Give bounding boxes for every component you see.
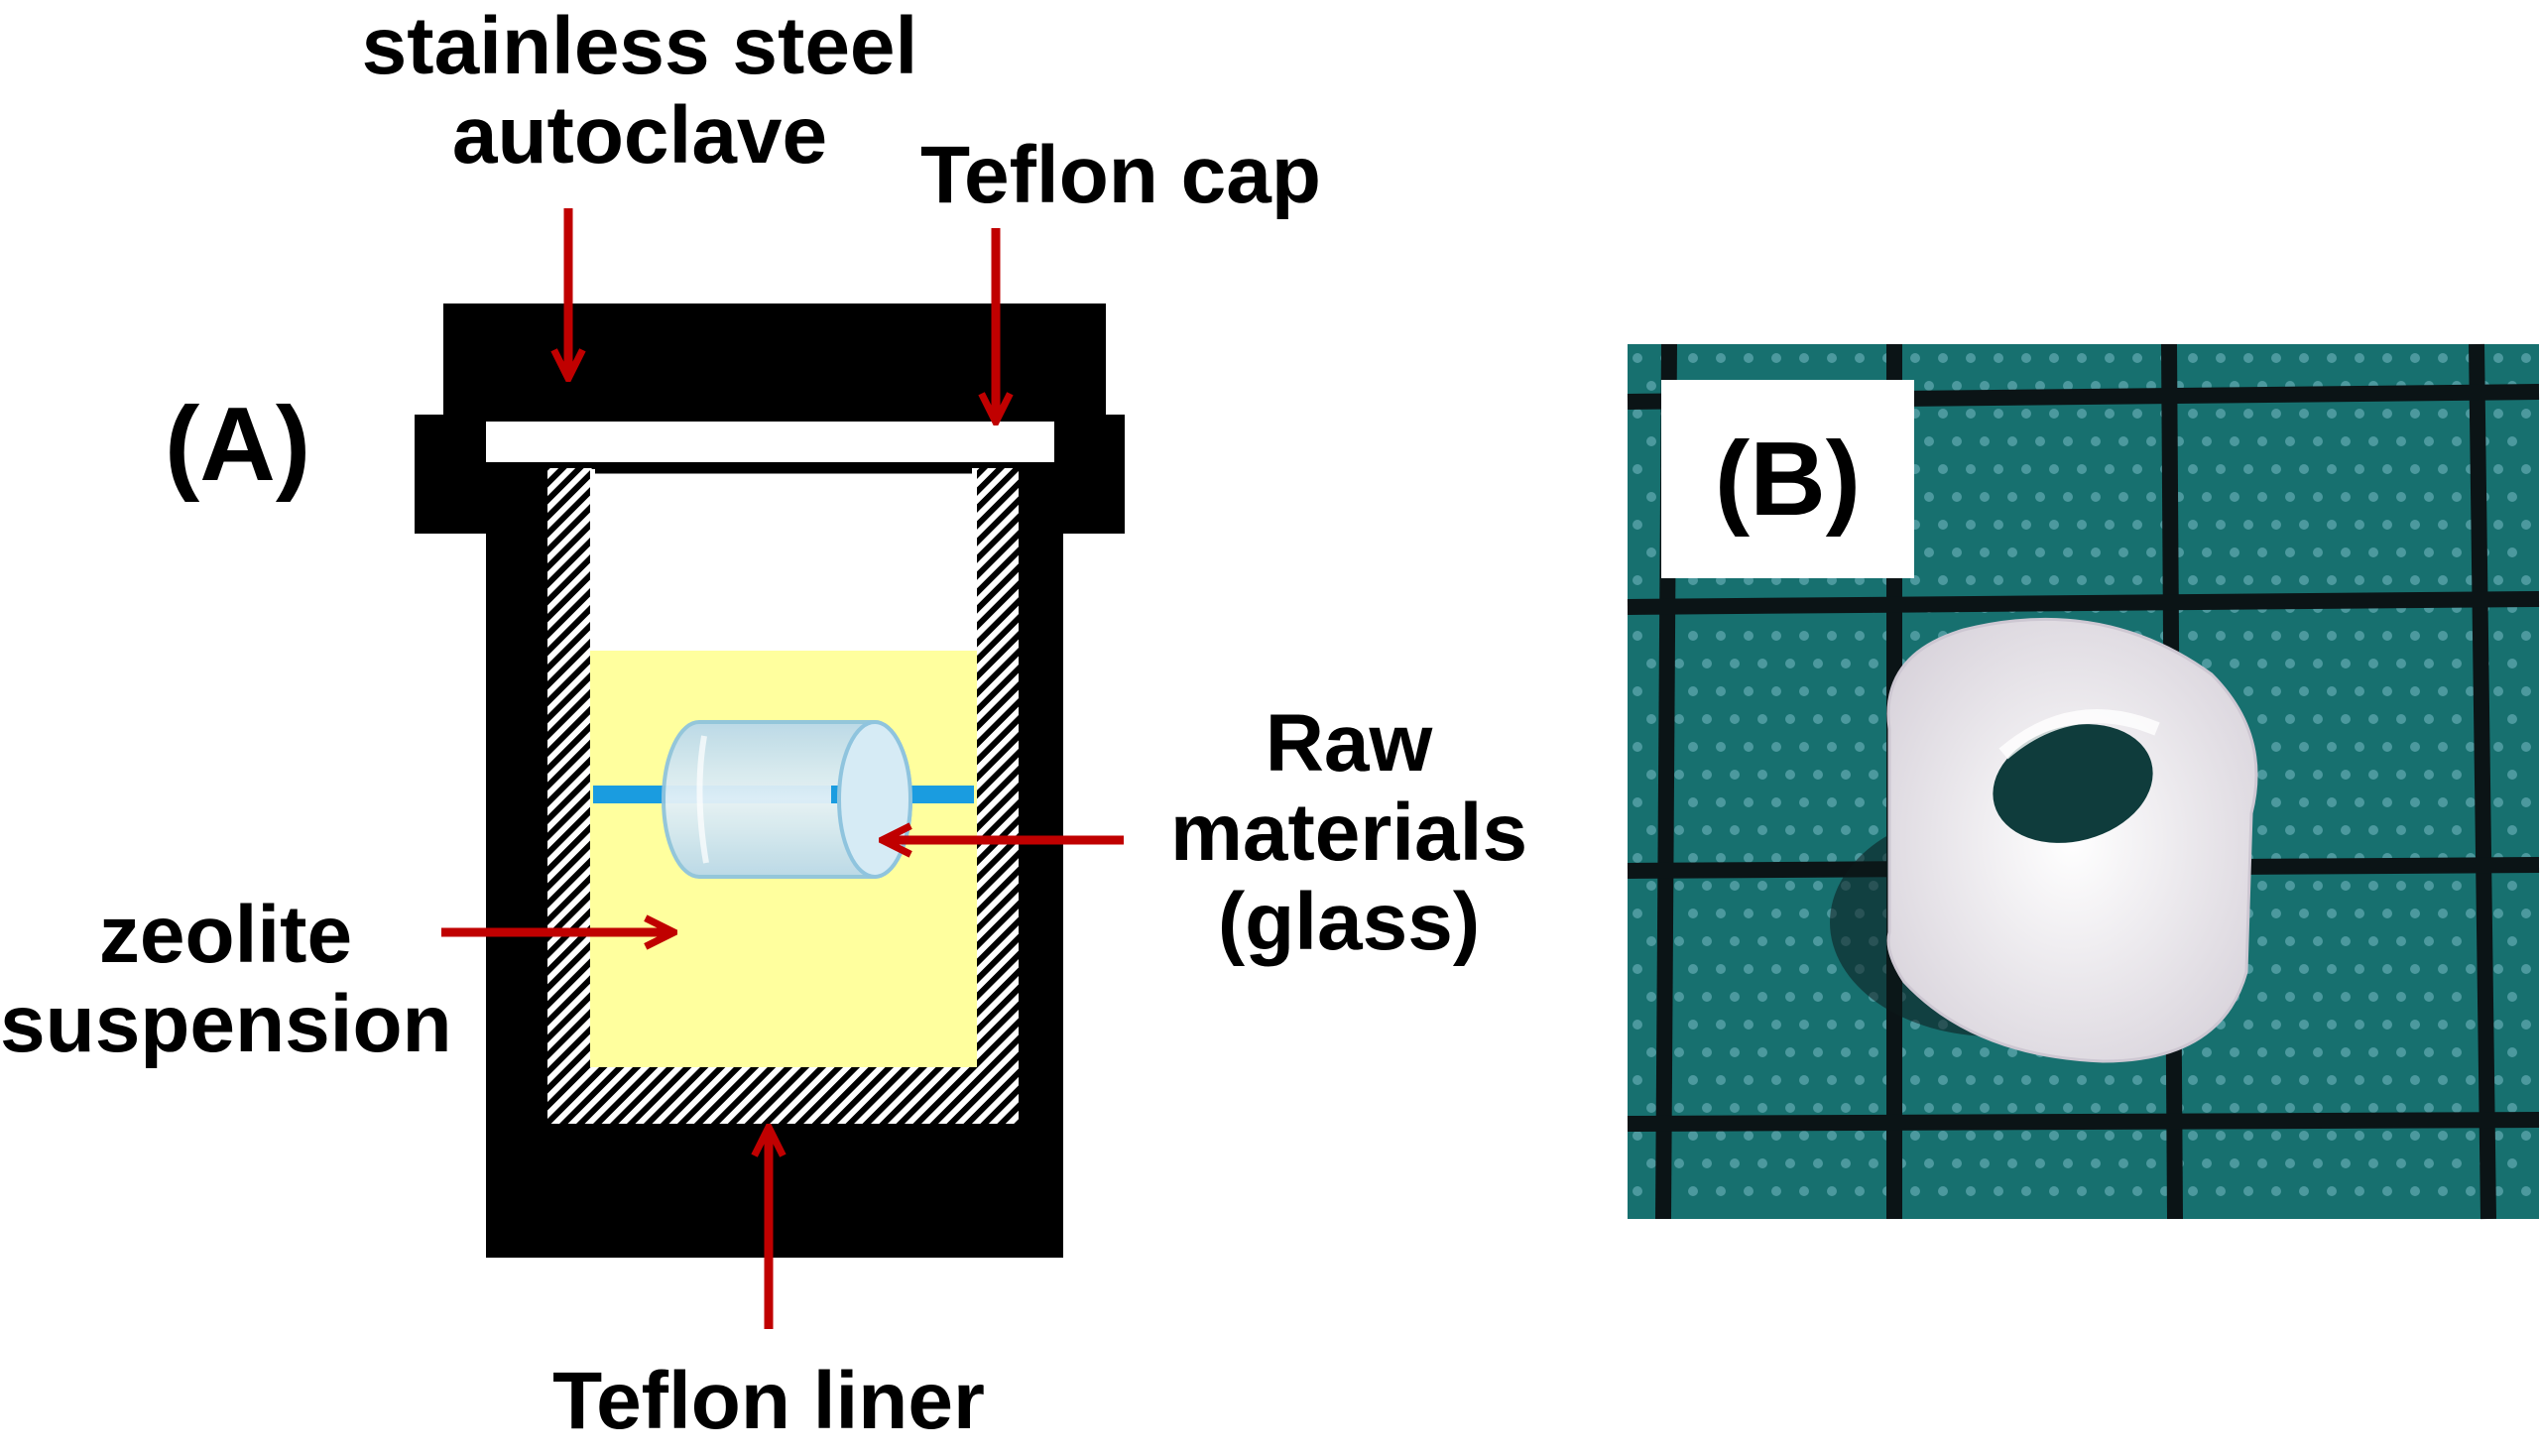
label-autoclave: stainless steel autoclave — [327, 1, 952, 182]
panel-b-label-box: (B) — [1661, 380, 1914, 578]
label-autoclave-line2: autoclave — [451, 90, 828, 182]
label-raw-line3: (glass) — [1217, 877, 1481, 968]
label-teflon-liner: Teflon liner — [552, 1356, 985, 1446]
label-zeolite-line1: zeolite — [98, 890, 353, 980]
label-raw-line2: materials — [1169, 788, 1528, 879]
panel-b-label: (B) — [1714, 421, 1862, 538]
panel-a-label: (A) — [165, 386, 311, 503]
label-raw-materials: Raw materials (glass) — [1141, 698, 1557, 968]
arrows — [441, 208, 1124, 1329]
label-autoclave-line1: stainless steel — [361, 1, 918, 91]
label-teflon-cap: Teflon cap — [920, 130, 1321, 220]
label-zeolite-suspension: zeolite suspension — [0, 890, 452, 1070]
liner-interior — [590, 469, 977, 651]
ring-hole — [1993, 724, 2153, 843]
label-raw-line1: Raw — [1265, 698, 1433, 789]
teflon-cap — [486, 422, 1054, 462]
label-zeolite-line2: suspension — [0, 979, 452, 1070]
